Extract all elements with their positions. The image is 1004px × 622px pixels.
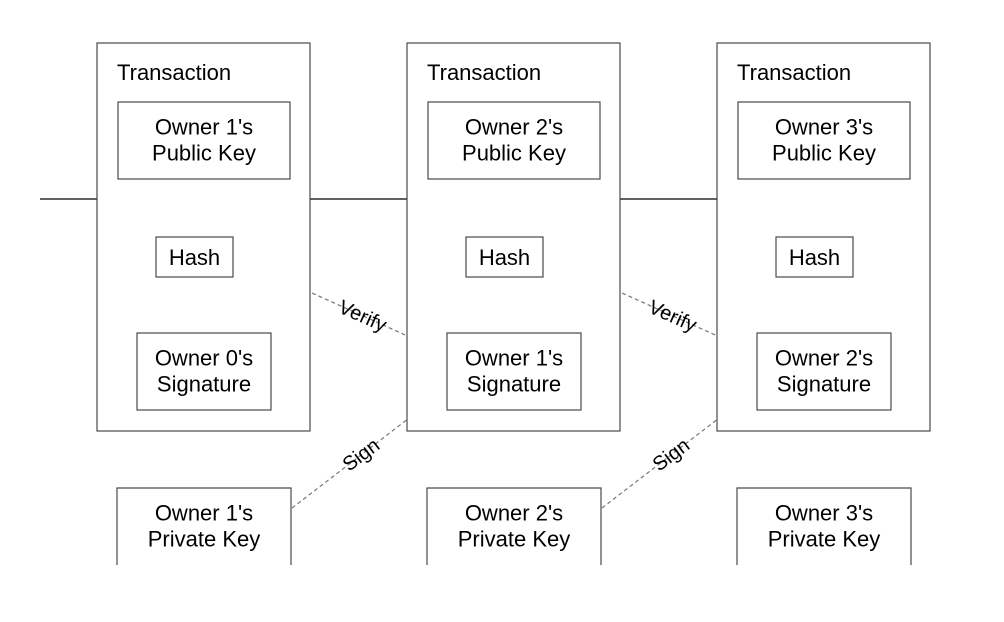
- public-key-label-line: Owner 2's: [465, 115, 563, 140]
- hash-box: [465, 236, 544, 278]
- hash-box: [155, 236, 234, 278]
- signature-label-line: Owner 1's: [465, 346, 563, 371]
- signature-label-line: Signature: [467, 372, 561, 397]
- sign-label: Sign: [649, 434, 694, 476]
- public-key-box: [427, 101, 601, 180]
- private-key-label-line: Owner 1's: [155, 501, 253, 526]
- verify-label: Verify: [335, 296, 390, 336]
- private-key-label-line: Owner 3's: [775, 501, 873, 526]
- transaction-title: Transaction: [427, 60, 541, 85]
- sign-arrow: [601, 391, 754, 509]
- public-key-label-line: Public Key: [152, 141, 256, 166]
- signature-box: [446, 332, 582, 411]
- hash-label: Hash: [479, 245, 530, 270]
- signature-label-line: Owner 2's: [775, 346, 873, 371]
- private-key-box: [736, 487, 912, 565]
- private-key-label-line: Owner 2's: [465, 501, 563, 526]
- private-key-label-line: Private Key: [148, 527, 261, 552]
- transaction-title: Transaction: [117, 60, 231, 85]
- private-key-label-line: Private Key: [768, 527, 881, 552]
- private-key-box: [426, 487, 602, 565]
- transaction-title: Transaction: [737, 60, 851, 85]
- signature-label-line: Signature: [777, 372, 871, 397]
- sign-label: Sign: [339, 434, 384, 476]
- hash-label: Hash: [169, 245, 220, 270]
- hash-label: Hash: [789, 245, 840, 270]
- public-key-label-line: Public Key: [772, 141, 876, 166]
- private-key-label-line: Private Key: [458, 527, 571, 552]
- private-key-box: [116, 487, 292, 565]
- verify-label: Verify: [645, 296, 700, 336]
- sign-arrow: [291, 391, 444, 509]
- public-key-label-line: Public Key: [462, 141, 566, 166]
- hash-box: [775, 236, 854, 278]
- signature-label-line: Signature: [157, 372, 251, 397]
- public-key-label-line: Owner 1's: [155, 115, 253, 140]
- signature-box: [136, 332, 272, 411]
- public-key-box: [117, 101, 291, 180]
- public-key-box: [737, 101, 911, 180]
- signature-label-line: Owner 0's: [155, 346, 253, 371]
- public-key-label-line: Owner 3's: [775, 115, 873, 140]
- signature-box: [756, 332, 892, 411]
